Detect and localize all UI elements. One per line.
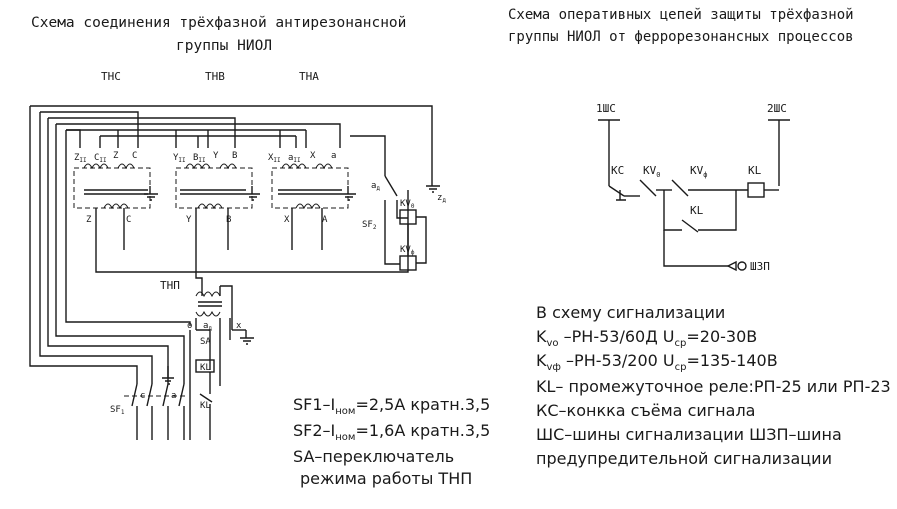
notes-right: В схему сигнализации Kvo –РН-53/60Д Uср=…: [536, 303, 891, 468]
term-o: o: [187, 321, 192, 331]
label-thv: ТНВ: [205, 70, 225, 83]
note-kvf: Kvф –РН-53/200 Uср=135-140В: [536, 351, 778, 373]
label-bus1: 1ШС: [596, 102, 616, 115]
label-kl-contact: KL: [690, 204, 704, 217]
term-a2: aII: [288, 153, 301, 164]
term-z2: ZII: [74, 153, 87, 164]
term-C-bottom: C: [126, 215, 131, 225]
term-A-bottom: A: [322, 215, 328, 225]
term-x: X: [310, 151, 316, 161]
term-a-d2: aд: [203, 321, 212, 332]
term-y: Y: [213, 151, 219, 161]
term-b2: BII: [193, 153, 206, 164]
operative-circuit: [598, 119, 790, 272]
term-b: B: [232, 151, 237, 161]
note-sa-line2: режима работы ТНП: [300, 469, 472, 488]
note-kv0: Kvo –РН-53/60Д Uср=20-30В: [536, 327, 757, 349]
term-z: Z: [113, 151, 119, 161]
term-B-bottom: B: [226, 215, 231, 225]
right-title-line2: группы НИОЛ от феррорезонансных процессо…: [508, 29, 854, 45]
label-kvf: KVф: [400, 245, 415, 256]
notes-left: SF1–Iном=2,5А кратн.3,5 SF2–Iном=1,6А кр…: [293, 395, 490, 488]
label-bus2: 2ШС: [767, 102, 787, 115]
left-schematic: [29, 105, 440, 440]
label-kl2: KL: [200, 401, 211, 411]
label-thc: ТНС: [101, 70, 121, 83]
term-x2: XII: [268, 153, 281, 164]
operative-labels: 1ШС 2ШС КС KV0 KVф KL KL ШЗП: [596, 102, 787, 273]
label-sf2: SF2: [362, 220, 377, 231]
term-c-low: c: [140, 391, 145, 401]
term-a-low: a: [171, 391, 176, 401]
note-kc: КС–конкка съёма сигнала: [536, 401, 755, 420]
term-Y-bottom: Y: [186, 215, 192, 225]
label-tha: ТНА: [299, 70, 319, 83]
label-kv0: KV0: [400, 199, 415, 210]
term-a-d: aд: [371, 181, 380, 192]
term-y2: YII: [173, 153, 186, 164]
right-title-line1: Схема оперативных цепей защиты трёхфазно…: [508, 7, 854, 23]
term-Z-bottom: Z: [86, 215, 92, 225]
label-kl-coil: KL: [748, 164, 762, 177]
left-title-line2: группы НИОЛ: [176, 38, 272, 54]
note-kl: KL– промежуточное реле:РП-25 или РП-23: [536, 377, 891, 396]
label-op-kvf: KVф: [690, 164, 707, 179]
note-sf1: SF1–Iном=2,5А кратн.3,5: [293, 395, 490, 417]
label-op-kv0: KV0: [643, 164, 660, 179]
term-X-bottom: X: [284, 215, 290, 225]
term-x-side: x: [236, 321, 242, 331]
left-title-line1: Схема соединения трёхфазной антирезонанс…: [31, 15, 406, 31]
note-shs: ШС–шины сигнализации ШЗП–шина: [536, 425, 842, 444]
note-shs2: предупредительной сигнализации: [536, 449, 832, 468]
label-kc: КС: [611, 164, 624, 177]
terminal-labels: ZII CII Z C YII BII Y B XII aII X a Z C …: [74, 151, 446, 401]
term-c2: CII: [94, 153, 107, 164]
label-shzp: ШЗП: [750, 260, 770, 273]
term-a: a: [331, 151, 336, 161]
label-sf1: SF1: [110, 405, 125, 416]
term-c: C: [132, 151, 137, 161]
note-sa-line1: SA–переключатель: [293, 447, 454, 466]
device-labels: SF2 KV0 KVф ТНП SA KL KL SF1: [110, 199, 415, 416]
note-sf2: SF2–Iном=1,6А кратн.3,5: [293, 421, 490, 443]
note-intro: В схему сигнализации: [536, 303, 725, 322]
label-tnp: ТНП: [160, 279, 180, 292]
label-kl1: KL: [200, 363, 211, 373]
label-sa: SA: [200, 337, 211, 347]
term-z-d: zд: [437, 193, 446, 204]
